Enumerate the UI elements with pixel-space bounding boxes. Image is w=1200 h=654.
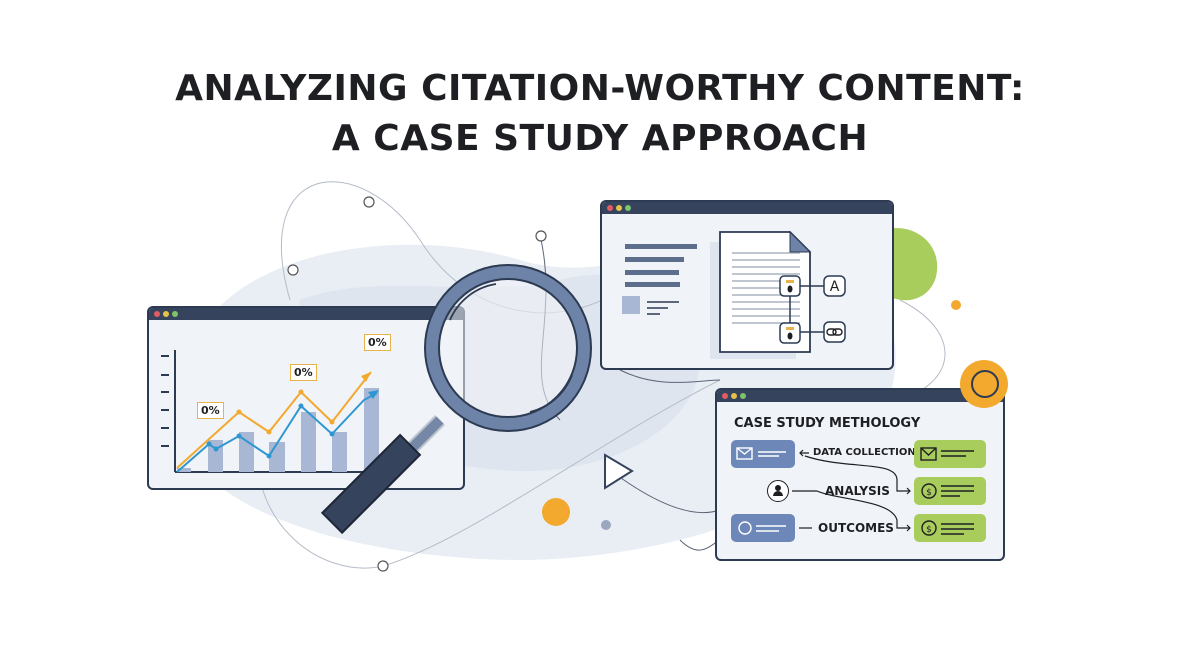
- minimize-dot-icon: [163, 311, 169, 317]
- highlighter-icon: [779, 275, 801, 297]
- minimize-dot-icon: [616, 205, 622, 211]
- window-titlebar: [149, 308, 463, 320]
- coin-icon-card: $: [914, 477, 986, 505]
- maximize-dot-icon: [625, 205, 631, 211]
- step-outcomes: OUTCOMES: [818, 521, 894, 535]
- line-bar-chart: [161, 350, 389, 473]
- svg-text:A: A: [830, 279, 840, 295]
- link-icon: [823, 321, 846, 343]
- flow-connectors: [792, 449, 911, 532]
- minimize-dot-icon: [731, 393, 737, 399]
- highlighter-icon: [779, 322, 801, 344]
- play-icon: [604, 453, 634, 490]
- user-icon: [767, 480, 789, 502]
- close-dot-icon: [722, 393, 728, 399]
- letter-a-icon: [823, 275, 846, 297]
- green-blob: [880, 228, 938, 301]
- document-illustration: A: [622, 230, 846, 359]
- window-titlebar: [717, 390, 1003, 402]
- mail-icon-card: [731, 440, 795, 468]
- close-dot-icon: [607, 205, 613, 211]
- page-title-line1: ANALYZING CITATION-WORTHY CONTENT:: [175, 68, 1025, 109]
- document-window: A: [600, 200, 894, 370]
- step-data-collection: DATA COLLECTION: [813, 447, 916, 458]
- dollar-icon-card: $: [914, 514, 986, 542]
- methodology-window: CASE STUDY METHOLOGY DATA COLLECTION ANA…: [715, 388, 1005, 561]
- chart-icon-card: [731, 514, 795, 542]
- maximize-dot-icon: [740, 393, 746, 399]
- page-title-line2: A CASE STUDY APPROACH: [331, 118, 869, 159]
- close-dot-icon: [154, 311, 160, 317]
- chat-bubble-icon: [960, 360, 1008, 408]
- svg-text:$: $: [926, 525, 932, 535]
- percent-label: 0%: [364, 334, 391, 351]
- envelope-icon-card: [914, 440, 986, 468]
- step-analysis: ANALYSIS: [825, 484, 890, 498]
- maximize-dot-icon: [172, 311, 178, 317]
- svg-text:$: $: [926, 488, 932, 498]
- window-titlebar: [602, 202, 892, 214]
- methodology-heading: CASE STUDY METHOLOGY: [734, 416, 921, 431]
- percent-label: 0%: [197, 402, 224, 419]
- percent-label: 0%: [290, 364, 317, 381]
